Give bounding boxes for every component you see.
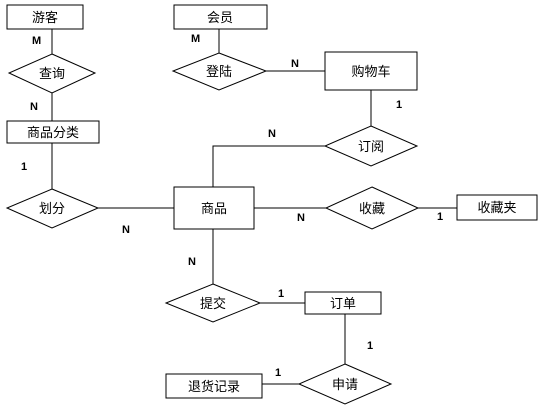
relationship-apply: 申请 — [297, 363, 393, 405]
relationship-login: 登陆 — [171, 52, 268, 91]
card-member-login: M — [191, 33, 200, 45]
card-cart-subscribe: 1 — [396, 99, 402, 111]
entity-return-record: 退货记录 — [165, 373, 263, 399]
card-submit-order: 1 — [278, 288, 284, 300]
card-subscribe-product: N — [268, 128, 276, 140]
entity-favorites-label: 收藏夹 — [477, 201, 516, 216]
relationship-subscribe-label: 订阅 — [358, 140, 384, 155]
relationship-divide-label: 划分 — [39, 202, 65, 217]
entity-order: 订单 — [304, 291, 382, 315]
entity-favorites: 收藏夹 — [456, 194, 538, 221]
relationship-collect-label: 收藏 — [359, 202, 385, 217]
relationship-divide: 划分 — [5, 188, 100, 229]
relationship-apply-label: 申请 — [332, 378, 358, 393]
entity-cart: 购物车 — [324, 51, 418, 91]
cardinality-labels: M N M N 1 N 1 N N 1 N 1 1 1 — [21, 33, 443, 379]
card-apply-return: 1 — [275, 367, 281, 379]
card-category-divide: 1 — [21, 161, 27, 173]
entity-member: 会员 — [173, 4, 268, 30]
relationship-submit: 提交 — [164, 283, 262, 323]
card-product-submit: N — [188, 256, 196, 268]
card-product-collect: N — [297, 212, 305, 224]
entity-return-record-label: 退货记录 — [188, 379, 240, 395]
entity-tourist: 游客 — [6, 4, 84, 30]
entity-cart-label: 购物车 — [351, 64, 390, 80]
entity-product-label: 商品 — [201, 202, 227, 217]
line-subscribe-product — [212, 145, 325, 187]
relationship-query: 查询 — [7, 53, 97, 94]
card-query-category: N — [30, 101, 38, 113]
relationship-login-label: 登陆 — [206, 64, 232, 80]
card-divide-product: N — [122, 224, 130, 236]
entity-category: 商品分类 — [6, 120, 100, 144]
entity-product: 商品 — [173, 186, 255, 230]
relationship-subscribe: 订阅 — [323, 125, 419, 167]
relationship-collect: 收藏 — [324, 186, 420, 230]
entity-member-label: 会员 — [207, 11, 233, 26]
connector-lines — [51, 29, 457, 385]
relationship-query-label: 查询 — [39, 67, 65, 82]
card-order-apply: 1 — [367, 340, 373, 352]
card-login-cart: N — [291, 58, 299, 70]
card-collect-favorites: 1 — [437, 211, 443, 223]
entity-order-label: 订单 — [330, 297, 356, 312]
relationship-submit-label: 提交 — [200, 296, 226, 312]
entity-tourist-label: 游客 — [32, 10, 58, 26]
card-tourist-query: M — [32, 35, 41, 47]
entity-category-label: 商品分类 — [27, 126, 79, 141]
